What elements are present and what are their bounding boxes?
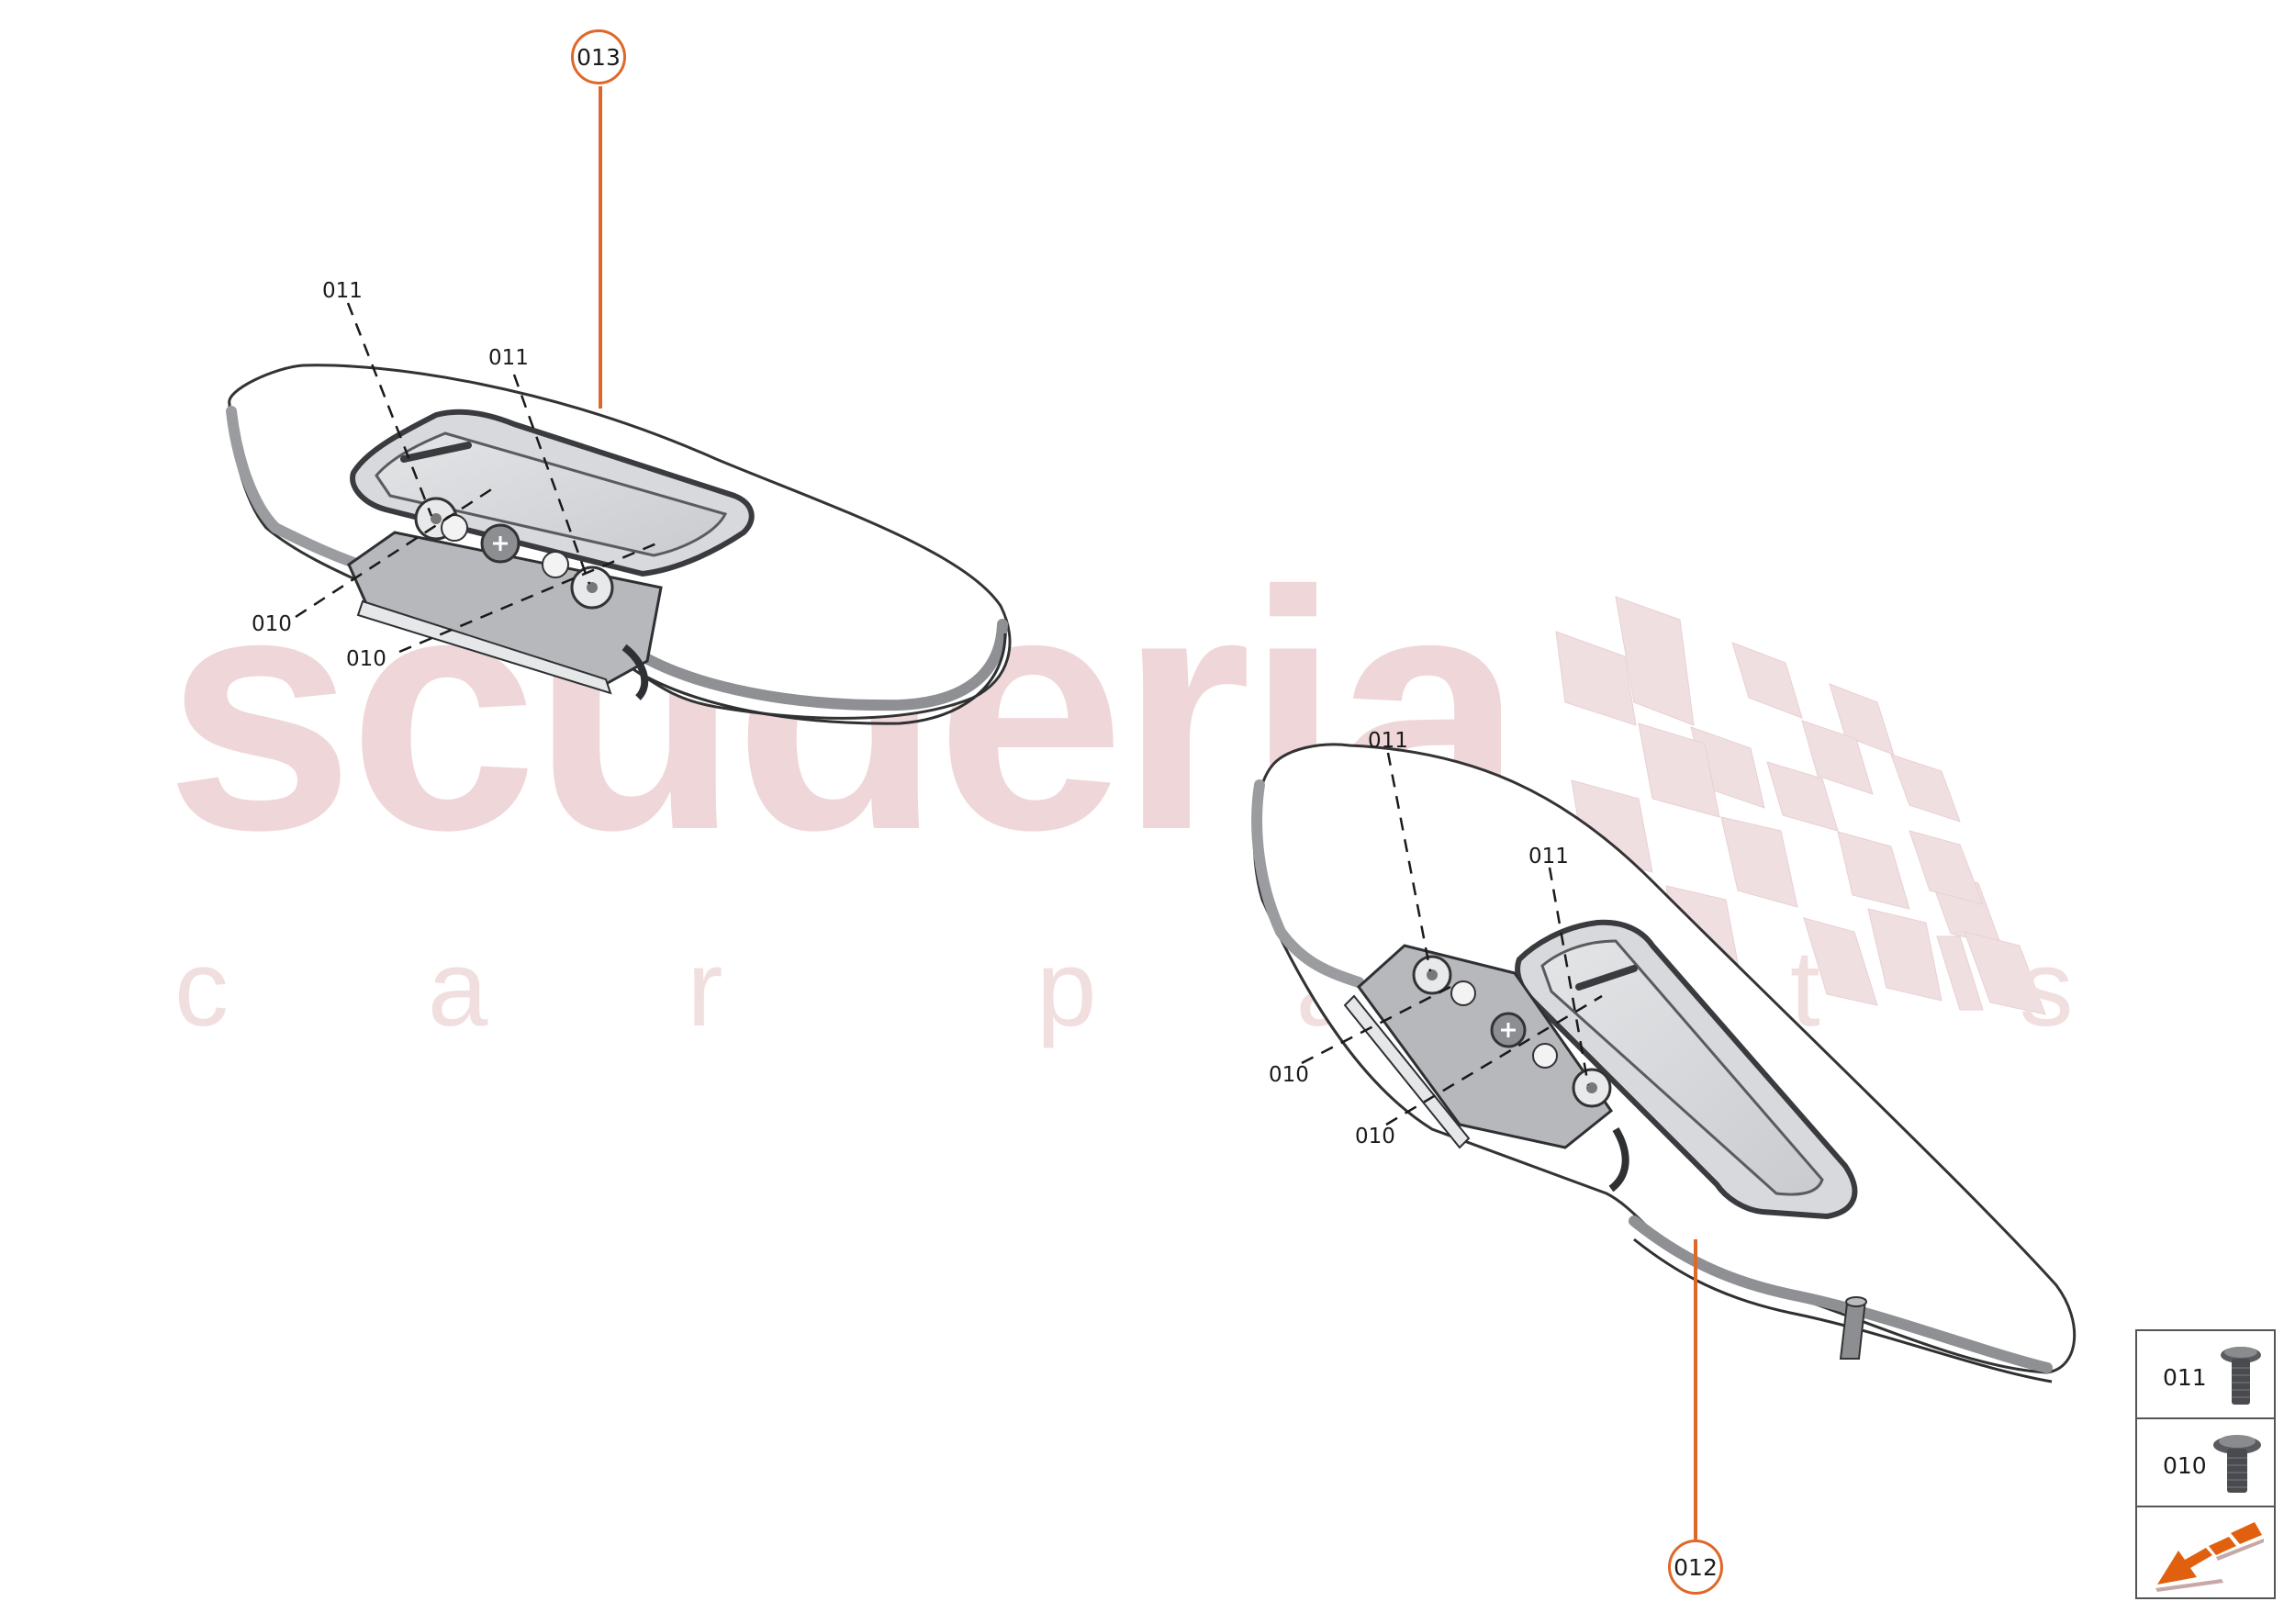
legend-number: 011 <box>2163 1364 2207 1391</box>
label-011-left-a[interactable]: 011 <box>322 279 363 303</box>
label-011-right-a[interactable]: 011 <box>1368 729 1408 753</box>
legend-row-navigate[interactable] <box>2137 1507 2274 1597</box>
callout-012[interactable]: 012 <box>1668 1540 1723 1595</box>
label-011-right-b[interactable]: 011 <box>1528 845 1569 868</box>
label-011-left-b[interactable]: 011 <box>488 346 529 370</box>
legend-row-010[interactable]: 010 <box>2137 1419 2274 1507</box>
screw-icon <box>2221 1347 2261 1405</box>
left-visor <box>226 86 1012 725</box>
right-visor <box>1251 743 2077 1540</box>
label-010-left-a[interactable]: 010 <box>252 612 292 636</box>
label-010-right-b[interactable]: 010 <box>1355 1125 1395 1148</box>
label-010-left-b[interactable]: 010 <box>346 647 386 671</box>
parts-legend: 011 010 <box>2135 1329 2276 1599</box>
legend-row-011[interactable]: 011 <box>2137 1331 2274 1419</box>
label-010-right-a[interactable]: 010 <box>1269 1063 1309 1087</box>
legend-number: 010 <box>2163 1452 2207 1479</box>
screw-flange-icon <box>2213 1435 2261 1493</box>
navigate-arrow-icon[interactable] <box>2155 1518 2266 1592</box>
callout-013[interactable]: 013 <box>571 29 626 84</box>
